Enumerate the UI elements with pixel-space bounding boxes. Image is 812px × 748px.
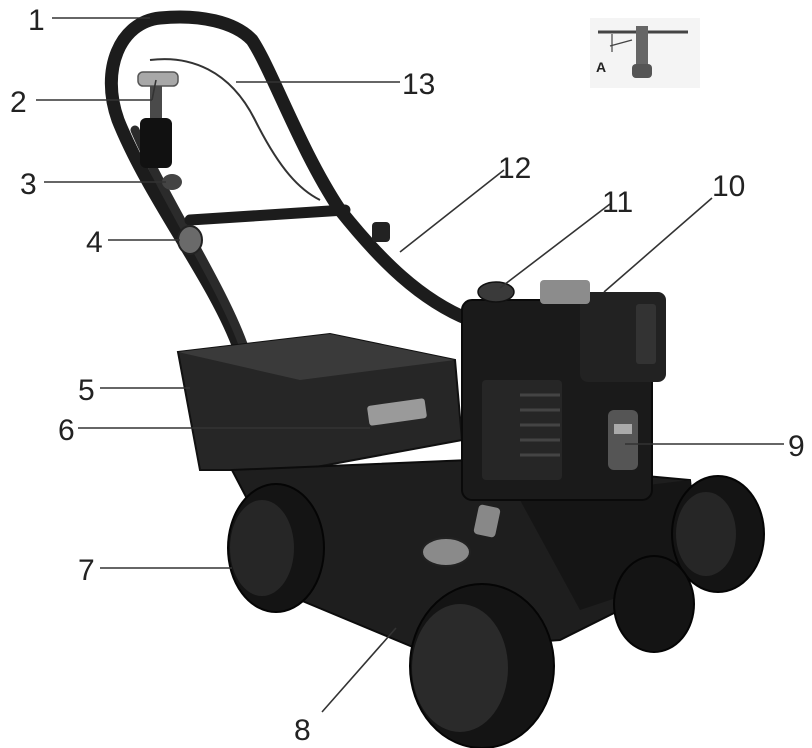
leader-11: [499, 203, 611, 289]
handle-clamp: [372, 222, 390, 242]
inset-pointer: [609, 39, 633, 47]
callout-1: 1: [28, 4, 45, 37]
handle-grip-block: [140, 118, 172, 168]
air-filter-vent: [636, 304, 656, 364]
callout-12: 12: [498, 152, 531, 185]
control-cable: [149, 58, 321, 201]
callout-9: 9: [788, 430, 805, 463]
engine: [461, 280, 666, 501]
callout-7: 7: [78, 554, 95, 587]
handle-knob: [177, 225, 203, 255]
spark-plug-area: [608, 410, 638, 470]
leader-lines: [36, 17, 784, 713]
mower-illustration: [104, 10, 765, 748]
handle-bolt: [162, 174, 182, 190]
callout-11: 11: [602, 186, 633, 219]
callout-2: 2: [10, 86, 27, 119]
height-adjust-lever: [473, 504, 501, 538]
rear-right-wheel: [671, 475, 765, 593]
inset-label-a: A: [596, 59, 606, 75]
inset-bolt-head: [632, 64, 652, 78]
callout-3: 3: [20, 168, 37, 201]
callout-8: 8: [294, 714, 311, 747]
engine-cooling-fins: [520, 393, 560, 457]
callout-6: 6: [58, 414, 75, 447]
handle-crossbar: [184, 204, 351, 226]
inset-detail: A: [590, 18, 700, 88]
callout-13: 13: [402, 68, 435, 101]
front-left-wheel: [409, 583, 555, 748]
rear-left-wheel: [227, 483, 325, 613]
inset-bolt: [636, 26, 648, 68]
leader-8: [321, 627, 397, 713]
rear-cover-top: [178, 334, 455, 380]
spark-plug: [614, 424, 632, 434]
leader-2b: [151, 79, 157, 101]
fuel-tank-cap-base: [540, 280, 590, 304]
callout-numbers: 1 2 3 4 5 6 7 8 9 10 11 12 13: [10, 4, 805, 747]
handle-bar: [104, 10, 477, 357]
fuel-cap: [477, 281, 515, 303]
callout-10: 10: [712, 170, 745, 203]
callout-5: 5: [78, 374, 95, 407]
leader-12: [399, 169, 505, 253]
front-badge: [421, 537, 471, 567]
label-plate: [367, 398, 427, 426]
callout-4: 4: [86, 226, 103, 259]
control-lever: [137, 71, 179, 87]
leader-10: [603, 197, 713, 293]
front-right-wheel: [613, 555, 695, 653]
